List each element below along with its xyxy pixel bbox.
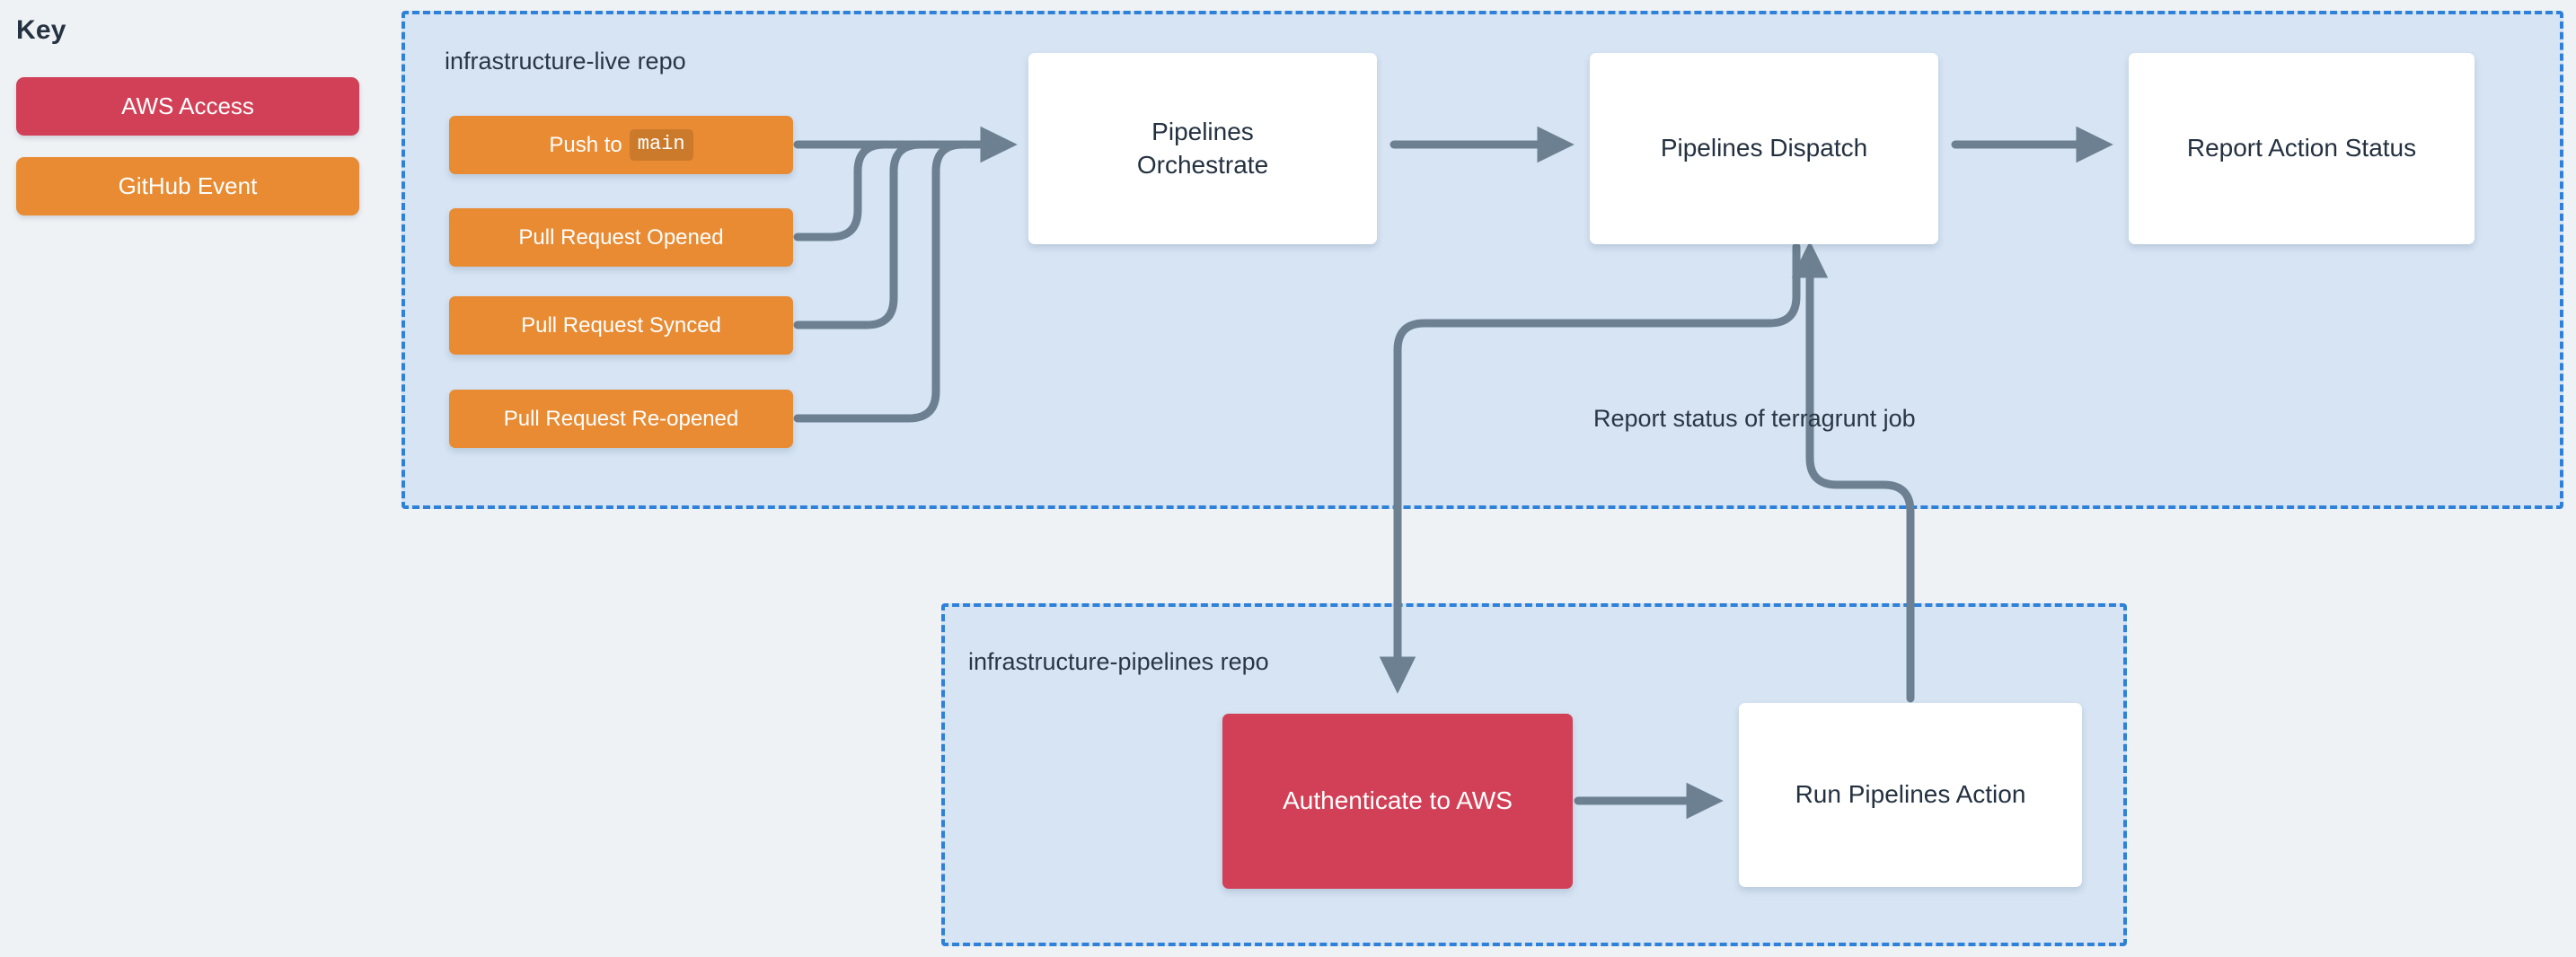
branch-name-code-chip: main (629, 129, 693, 161)
edge-dispatch-to-authenticate (1379, 242, 1801, 694)
node-run-pipelines-action[interactable]: Run Pipelines Action (1739, 703, 2082, 887)
node-push-to-main[interactable]: Push to main (449, 116, 793, 174)
node-pipelines-orchestrate[interactable]: Pipelines Orchestrate (1028, 53, 1377, 244)
node-pull-request-reopened[interactable]: Pull Request Re-opened (449, 390, 793, 448)
node-pull-request-reopened-label: Pull Request Re-opened (503, 406, 739, 431)
panel-label-infrastructure-pipelines-repo: infrastructure-pipelines repo (968, 648, 1269, 675)
node-pull-request-opened[interactable]: Pull Request Opened (449, 208, 793, 267)
node-pipelines-orchestrate-line2: Orchestrate (1136, 150, 1269, 179)
panel-label-infrastructure-live-repo: infrastructure-live repo (445, 48, 686, 75)
node-run-pipelines-action-label: Run Pipelines Action (1795, 780, 2026, 809)
node-pipelines-orchestrate-line1: Pipelines (1151, 117, 1254, 145)
key-item-github-event: GitHub Event (16, 157, 359, 215)
edge-pr-opened-to-orchestrate (793, 140, 903, 241)
node-report-action-status[interactable]: Report Action Status (2129, 53, 2475, 244)
node-push-to-main-label: Push to (549, 132, 622, 157)
node-authenticate-to-aws-label: Authenticate to AWS (1283, 786, 1513, 815)
edge-pr-synced-to-orchestrate (793, 140, 939, 329)
node-pipelines-dispatch-label: Pipelines Dispatch (1660, 134, 1868, 162)
node-report-action-status-label: Report Action Status (2186, 134, 2417, 162)
edge-run-action-to-dispatch (1791, 241, 1915, 703)
key-item-aws-access: AWS Access (16, 77, 359, 136)
node-pull-request-synced-label: Pull Request Synced (521, 312, 721, 338)
node-pipelines-dispatch[interactable]: Pipelines Dispatch (1590, 53, 1938, 244)
node-pull-request-opened-label: Pull Request Opened (518, 224, 724, 250)
edge-label-report-status-of-terragrunt-job: Report status of terragrunt job (1593, 405, 1916, 432)
node-pull-request-synced[interactable]: Pull Request Synced (449, 296, 793, 355)
node-authenticate-to-aws[interactable]: Authenticate to AWS (1222, 714, 1573, 889)
edge-pr-reopened-to-orchestrate (793, 140, 981, 423)
key-title: Key (16, 15, 66, 45)
